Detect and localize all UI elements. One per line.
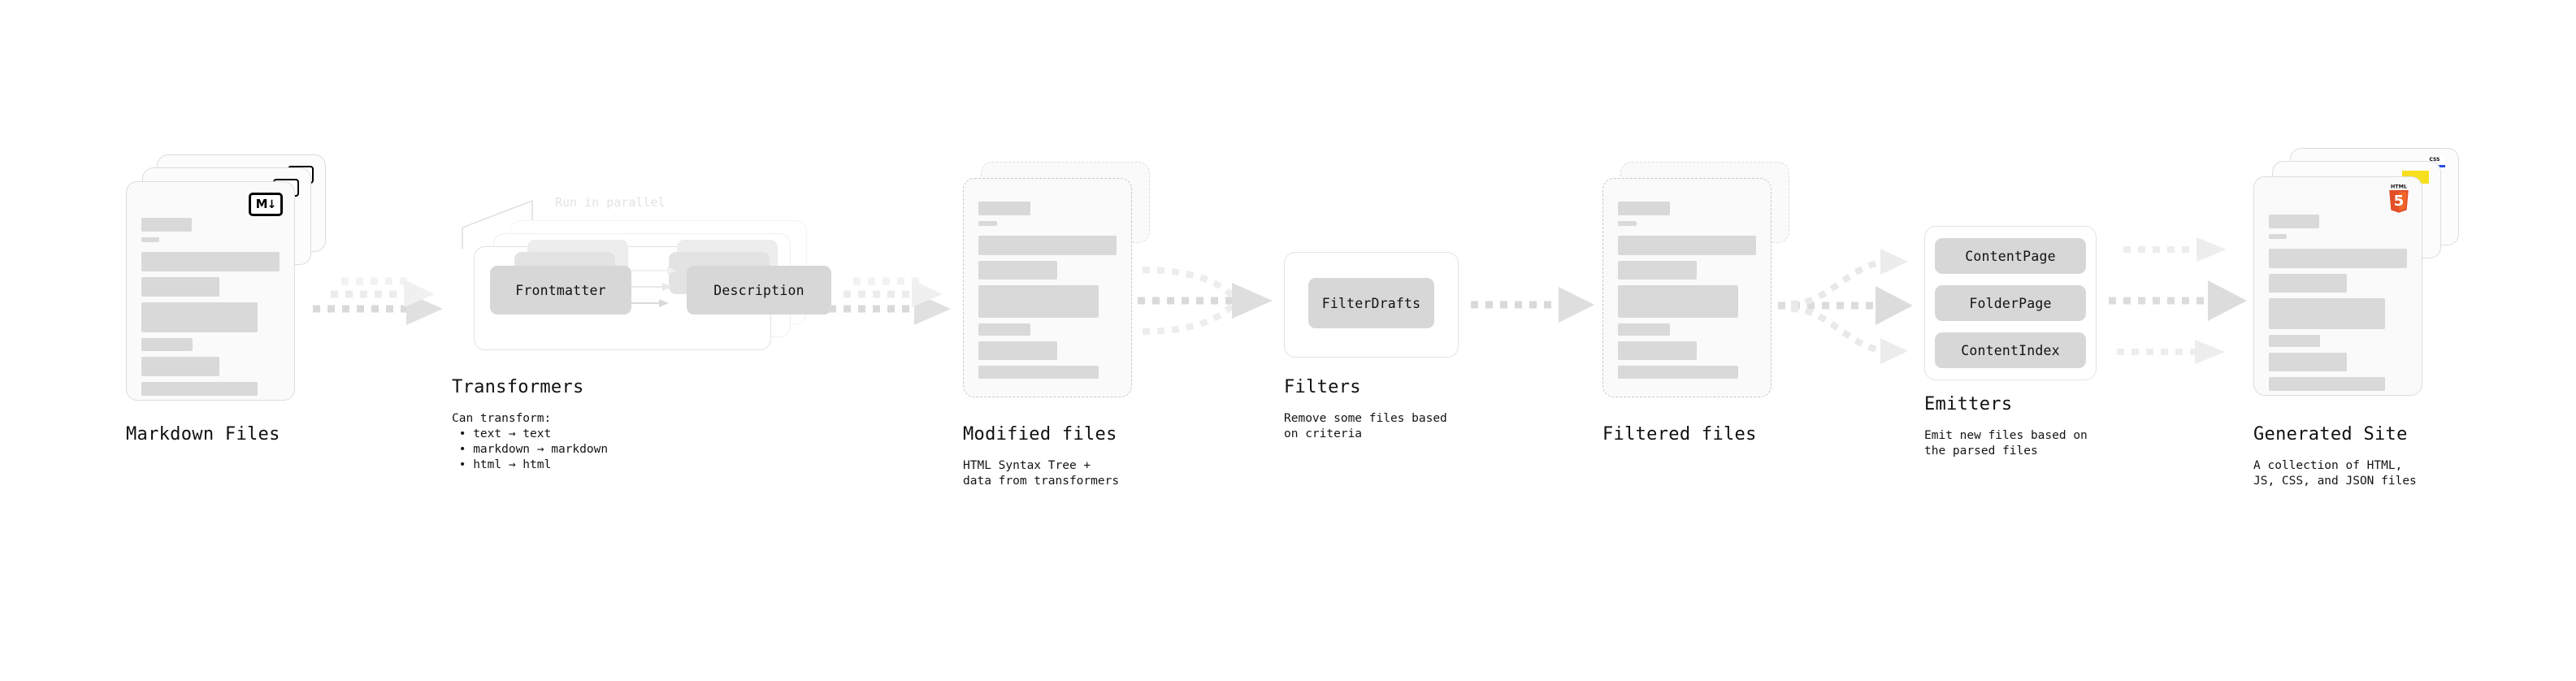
connector-filtered-to-emitters: [1778, 249, 1913, 364]
transformer-chip-frontmatter[interactable]: Frontmatter: [490, 266, 631, 314]
content-bar: [141, 357, 219, 376]
connector-md-to-transformers: [313, 277, 443, 325]
run-in-parallel-leader-line: [462, 199, 533, 249]
stage-title-filters: Filters: [1284, 377, 1361, 397]
content-bar: [1618, 323, 1670, 336]
content-bar: [1618, 202, 1670, 215]
content-bar: [141, 302, 258, 332]
content-bar: [1618, 236, 1756, 255]
content-bar: [2269, 298, 2385, 329]
stage-title-transformers: Transformers: [452, 377, 584, 397]
stage-subtitle-generated-site: A collection of HTML, JS, CSS, and JSON …: [2253, 459, 2417, 488]
content-bar: [141, 338, 193, 351]
transformer-chip-description[interactable]: Description: [687, 266, 831, 314]
stage-title-modified-files: Modified files: [963, 424, 1117, 445]
content-bar: [141, 277, 219, 297]
run-in-parallel-label: Run in parallel: [555, 195, 666, 210]
filtered-file-card-front: [1602, 178, 1772, 397]
modified-file-content: [978, 202, 1117, 379]
content-bar: [978, 323, 1030, 336]
content-bar: [141, 382, 258, 396]
content-bar: [1618, 261, 1697, 280]
content-bar: [141, 218, 192, 232]
filter-chip-filterdrafts[interactable]: FilterDrafts: [1308, 278, 1434, 328]
stage-title-markdown-files: Markdown Files: [126, 424, 280, 445]
content-bar: [1618, 366, 1738, 379]
content-bar: [2269, 215, 2319, 228]
emitter-chip-contentpage[interactable]: ContentPage: [1935, 238, 2086, 274]
stage-subtitle-filters: Remove some files based on criteria: [1284, 412, 1447, 441]
markdown-file-content: [141, 218, 280, 396]
stage-subtitle-emitters: Emit new files based on the parsed files: [1924, 429, 2088, 458]
content-bar: [141, 237, 159, 242]
content-bar: [1618, 341, 1697, 360]
stage-title-generated-site: Generated Site: [2253, 424, 2408, 445]
content-bar: [2269, 377, 2385, 391]
content-bar: [978, 341, 1057, 360]
content-bar: [2269, 234, 2287, 239]
emitter-chip-folderpage[interactable]: FolderPage: [1935, 285, 2086, 321]
modified-file-card-front: [963, 178, 1132, 397]
stage-title-emitters: Emitters: [1924, 394, 2013, 414]
connector-transformers-to-modified: [829, 277, 951, 325]
generated-site-content: [2269, 215, 2407, 391]
content-bar: [978, 366, 1099, 379]
stage-subtitle-transformers: Can transform: • text → text • markdown …: [452, 412, 609, 472]
content-bar: [978, 261, 1057, 280]
stage-title-filtered-files: Filtered files: [1602, 424, 1757, 445]
connector-emitters-to-site: [2109, 237, 2247, 364]
connector-modified-to-filters: [1138, 267, 1273, 335]
content-bar: [978, 285, 1099, 318]
content-bar: [2269, 274, 2347, 293]
emitter-chip-contentindex[interactable]: ContentIndex: [1935, 332, 2086, 368]
content-bar: [978, 236, 1117, 255]
html5-badge-icon: HTML 5: [2385, 182, 2413, 218]
svg-text:HTML: HTML: [2391, 184, 2407, 189]
content-bar: [2269, 353, 2347, 371]
connector-filters-to-filtered: [1471, 287, 1594, 323]
content-bar: [141, 252, 280, 271]
svg-text:5: 5: [2394, 193, 2405, 210]
filtered-file-content: [1618, 202, 1756, 379]
stage-subtitle-modified-files: HTML Syntax Tree + data from transformer…: [963, 459, 1120, 488]
content-bar: [2269, 335, 2320, 347]
markdown-file-card-front: M↓: [126, 181, 295, 401]
content-bar: [2269, 249, 2407, 268]
content-bar: [978, 221, 997, 226]
markdown-badge-icon: M↓: [249, 193, 283, 216]
content-bar: [1618, 285, 1738, 318]
generated-site-card-front: HTML 5: [2253, 176, 2422, 396]
content-bar: [1618, 221, 1637, 226]
content-bar: [978, 202, 1030, 215]
